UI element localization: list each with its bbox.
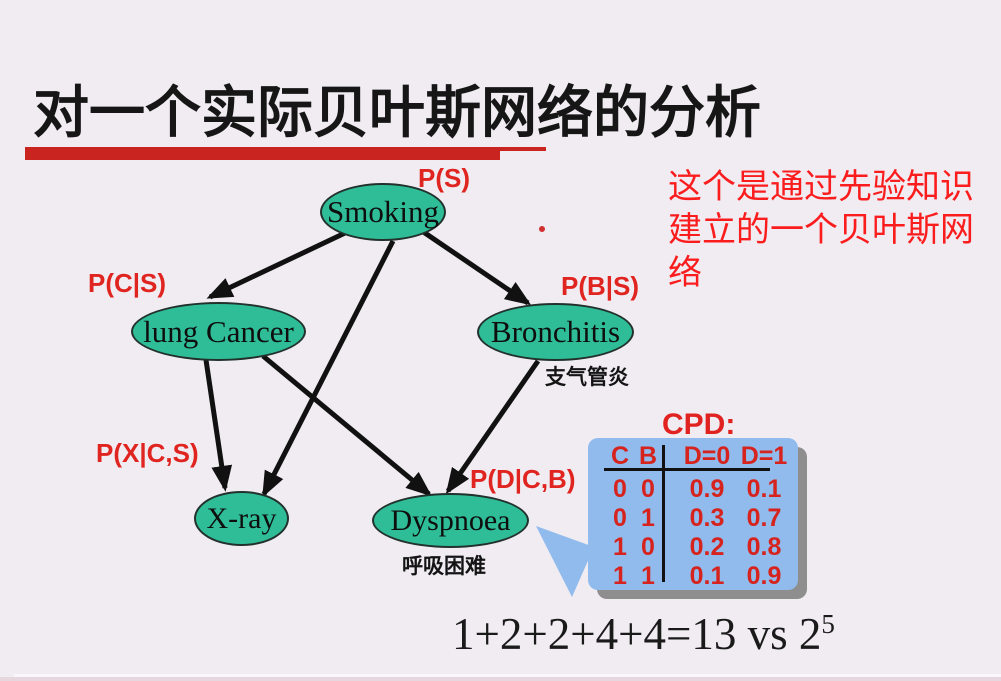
cpd-col-c: C — [610, 442, 630, 470]
node-bronchitis-label: Bronchitis — [490, 314, 621, 349]
cpd-callout-tail — [536, 526, 594, 597]
title-underline-bar — [25, 147, 500, 160]
dyspnoea-chinese-label: 呼吸困难 — [402, 555, 486, 578]
node-x-ray: X-ray — [194, 491, 289, 546]
bottom-edge-strip — [0, 677, 1001, 681]
slide-title: 对一个实际贝叶斯网络的分析 — [33, 81, 761, 144]
cpd-col-d1: D=1 — [740, 442, 788, 470]
bronchitis-chinese-label: 支气管炎 — [545, 366, 629, 389]
edge-smoking-lung-cancer — [206, 230, 347, 300]
cpd-row: 1 0 0.2 0.8 — [613, 533, 782, 561]
node-dyspnoea-label: Dyspnoea — [390, 503, 511, 537]
node-smoking: Smoking — [320, 183, 446, 241]
prob-label-pbs: P(B|S) — [561, 271, 640, 301]
node-smoking-label: Smoking — [327, 194, 439, 229]
parameter-count-formula: 1+2+2+4+4=13 vs 25 — [452, 608, 835, 660]
edge-lung-cancer-dyspnoea — [261, 354, 432, 497]
edge-bronchitis-dyspnoea — [445, 359, 541, 495]
bottom-edge-line — [14, 674, 1001, 677]
node-lung-cancer: lung Cancer — [131, 302, 306, 361]
cpd-header-row: C B D=0 D=1 — [588, 443, 790, 469]
edge-smoking-bronchitis — [420, 228, 532, 306]
node-x-ray-label: X-ray — [206, 501, 277, 535]
cpd-col-d0: D=0 — [683, 442, 731, 470]
prob-label-pxcs: P(X|C,S) — [96, 438, 199, 468]
formula-exponent: 5 — [821, 609, 835, 639]
edge-smoking-x-ray — [261, 239, 396, 498]
prob-label-pdcb: P(D|C,B) — [470, 464, 576, 494]
red-dot-mark — [539, 226, 545, 232]
prob-label-ps: P(S) — [418, 163, 470, 193]
title-underline-bar-thin — [500, 147, 546, 151]
node-dyspnoea: Dyspnoea — [372, 493, 529, 548]
cpd-row: 0 0 0.9 0.1 — [613, 475, 782, 503]
cpd-row: 1 1 0.1 0.9 — [613, 562, 782, 590]
formula-main: 1+2+2+4+4=13 vs 2 — [452, 609, 822, 659]
cpd-col-b: B — [638, 442, 658, 470]
cpd-title: CPD: — [662, 408, 736, 441]
cpd-header-underline — [604, 468, 770, 471]
annotation-text: 这个是通过先验知识建立的一个贝叶斯网络 — [668, 168, 974, 292]
cpd-vertical-divider — [662, 445, 665, 582]
edge-lung-cancer-x-ray — [203, 359, 233, 492]
node-bronchitis: Bronchitis — [477, 303, 634, 361]
cpd-row: 0 1 0.3 0.7 — [613, 504, 782, 532]
node-lung-cancer-label: lung Cancer — [143, 313, 294, 349]
cpd-table: C B D=0 D=1 0 0 0.9 0.1 0 1 0.3 0.7 1 0 … — [588, 438, 798, 590]
prob-label-pcs: P(C|S) — [88, 268, 167, 298]
